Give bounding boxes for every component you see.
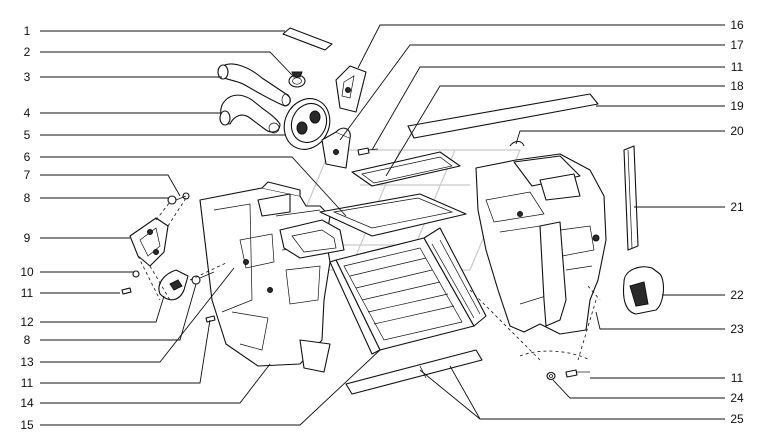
lid-plate-part [351,151,461,187]
callout-4: 4 [24,106,31,120]
right-callout-numbers: 16 17 11 18 19 20 21 22 23 11 24 25 [730,18,744,426]
callout-13: 13 [20,355,34,369]
callout-5: 5 [24,128,31,142]
callout-11-right-upper: 11 [731,60,744,74]
callout-17: 17 [730,38,744,52]
callout-21: 21 [730,200,744,214]
lever-bracket-part [129,217,169,267]
callout-10: 10 [20,265,34,279]
upper-hose-part [217,63,291,107]
knob-cap-part [622,266,665,315]
screw-part [357,147,379,156]
callout-24: 24 [730,391,744,405]
left-heater-housing-part [199,181,331,373]
callout-11-right-lower: 11 [731,371,744,385]
callout-18: 18 [730,79,744,93]
callout-3: 3 [24,70,31,84]
callout-12: 12 [20,315,34,329]
seal-strip-part [282,27,333,51]
callout-11-left-lower: 11 [21,376,34,390]
right-heater-housing-part [475,153,607,335]
lower-screw-part [565,369,590,378]
hose-clamp-part [288,71,306,88]
callout-23: 23 [730,322,744,336]
callout-8-upper: 8 [24,191,31,205]
bracket-upper-part [335,65,367,113]
long-strip-part [407,93,599,139]
dashed-assembly-lines [137,197,601,361]
vertical-strip-part [623,145,639,251]
callout-1: 1 [24,24,31,38]
callout-15: 15 [20,418,34,432]
callout-19: 19 [730,99,744,113]
cam-lever-part [158,269,189,301]
callout-14: 14 [20,396,34,410]
top-flap-frame-part [279,193,467,259]
pin-part [121,192,216,323]
leader-lines [40,24,725,426]
left-callout-numbers: 1 2 3 4 5 6 7 8 9 10 11 12 8 13 11 14 15 [20,24,34,432]
bracket-lower-part [321,127,351,169]
lower-hose-part [219,94,281,134]
nut-part [546,371,556,381]
callout-2: 2 [24,45,31,59]
heater-core-part [329,227,487,355]
callout-16: 16 [730,18,744,32]
callout-7: 7 [24,168,31,182]
callout-8-lower: 8 [24,333,31,347]
callout-11-left-upper: 11 [21,286,34,300]
callout-22: 22 [730,288,744,302]
callout-6: 6 [24,150,31,164]
grommet-flange-part [283,98,331,150]
small-clip-part [509,140,525,147]
callout-25: 25 [730,412,744,426]
callout-9: 9 [24,231,31,245]
callout-20: 20 [730,124,744,138]
